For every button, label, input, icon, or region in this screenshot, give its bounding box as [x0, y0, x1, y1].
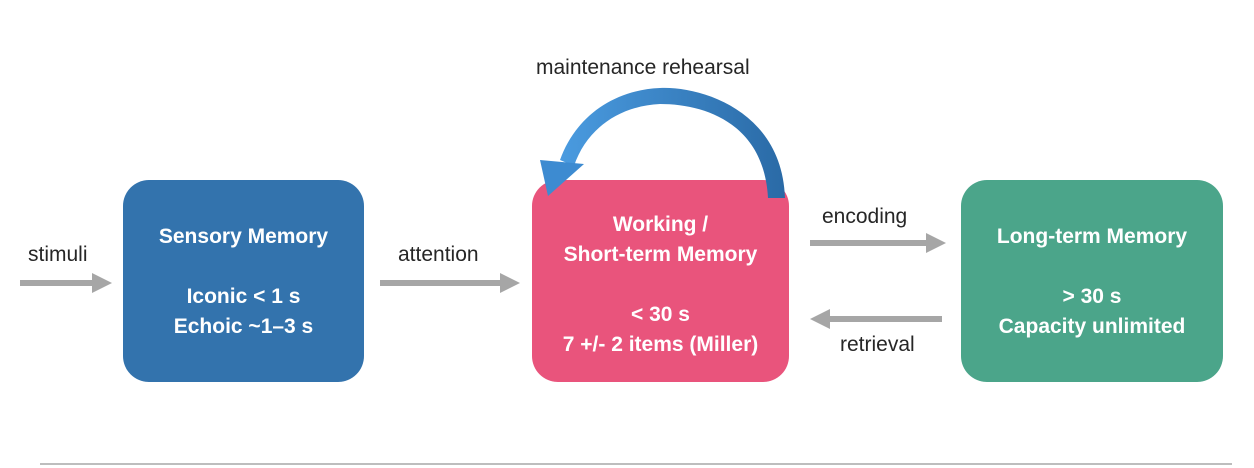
- sensory-echoic: Echoic ~1–3 s: [173, 315, 314, 338]
- stimuli-arrow: [20, 273, 112, 293]
- encoding-label: encoding: [822, 205, 908, 228]
- attention-arrow: [380, 273, 520, 293]
- maintenance-rehearsal-label: maintenance rehearsal: [536, 56, 750, 79]
- working-duration: < 30 s: [631, 303, 690, 326]
- working-title-line2: Short-term Memory: [563, 243, 758, 266]
- long-term-memory-box: Long-term Memory > 30 s Capacity unlimit…: [961, 180, 1223, 382]
- sensory-iconic: Iconic < 1 s: [186, 285, 301, 308]
- rehearsal-loop-arrow: [540, 87, 785, 198]
- stimuli-label: stimuli: [28, 243, 88, 266]
- retrieval-arrow: [810, 309, 942, 329]
- working-memory-box: Working / Short-term Memory < 30 s 7 +/-…: [532, 180, 789, 382]
- bottom-divider: [40, 463, 1232, 465]
- working-title-line1: Working /: [612, 213, 709, 236]
- attention-label: attention: [398, 243, 479, 266]
- sensory-memory-box: Sensory Memory Iconic < 1 s Echoic ~1–3 …: [123, 180, 364, 382]
- longterm-capacity: Capacity unlimited: [998, 315, 1186, 338]
- longterm-title: Long-term Memory: [996, 225, 1188, 248]
- working-capacity: 7 +/- 2 items (Miller): [562, 333, 759, 356]
- sensory-title: Sensory Memory: [158, 225, 329, 248]
- longterm-duration: > 30 s: [1062, 285, 1122, 308]
- retrieval-label: retrieval: [840, 333, 915, 356]
- encoding-arrow: [810, 233, 946, 253]
